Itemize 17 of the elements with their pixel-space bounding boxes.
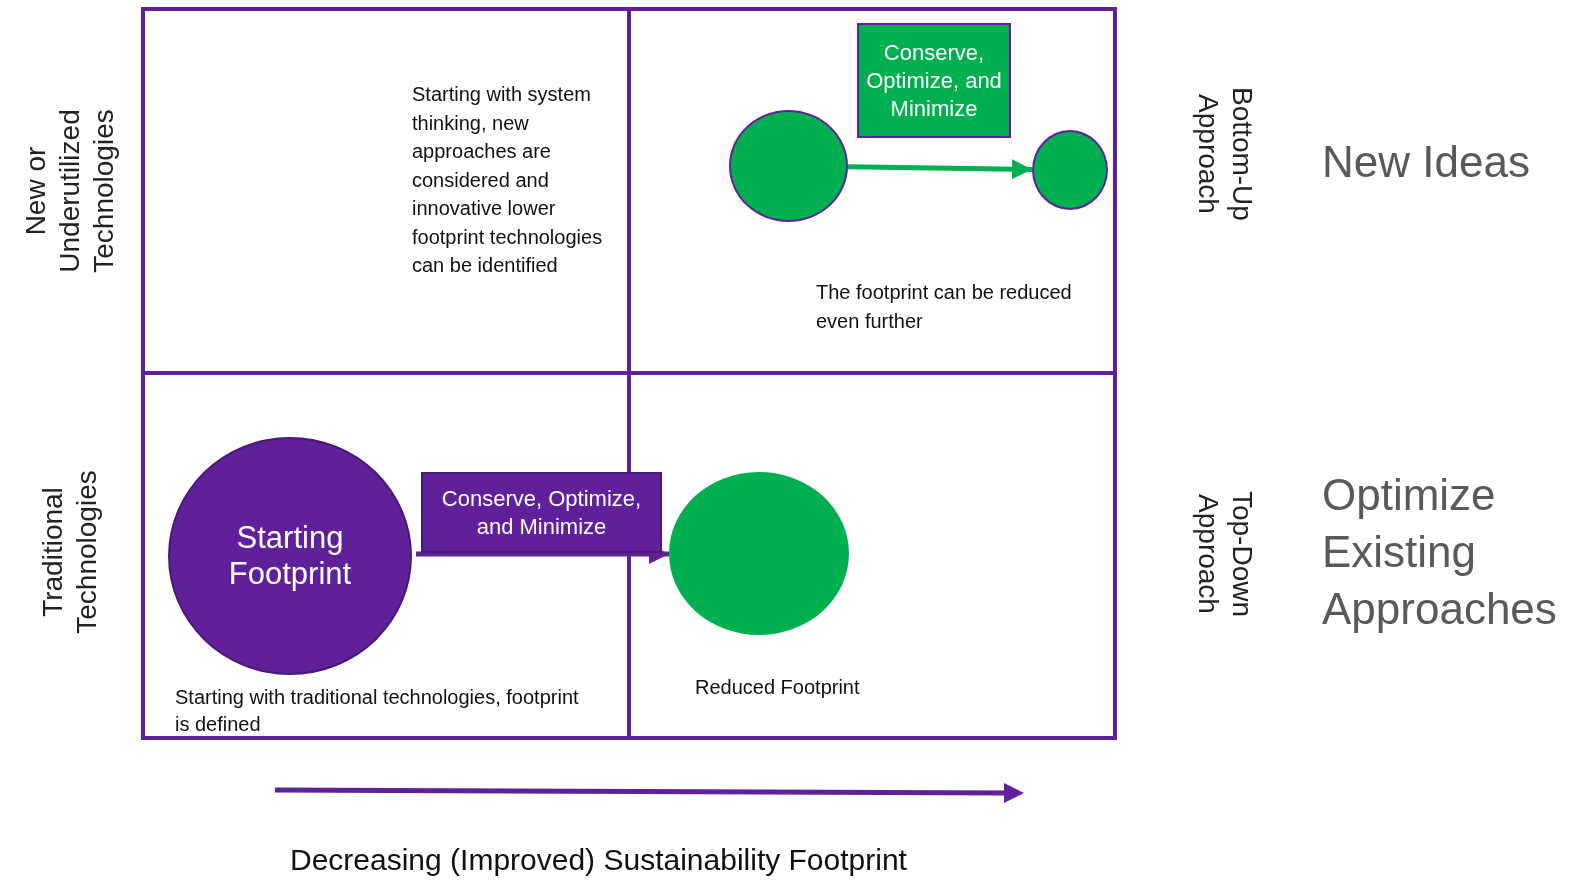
note-text: Reduced Footprint <box>695 675 861 700</box>
arrow <box>847 159 1033 180</box>
note-text: Starting with system thinking, new approaches are considered and innovative lower footprint technologies can be identified <box>412 82 604 278</box>
node-label: Conserve, Optimize, and Minimize <box>865 38 1003 123</box>
note-text: Starting with traditional technologies, footprint is defined <box>175 685 580 737</box>
axis-label: New or Underutilized Technologies <box>19 108 120 275</box>
node-label: Starting Footprint <box>227 520 353 592</box>
process-box <box>421 472 662 553</box>
approach-label: Bottom-Up Approach <box>1192 86 1259 223</box>
node-label: Conserve, Optimize, and Minimize <box>440 484 643 541</box>
approach-label: Top-Down Approach <box>1192 489 1259 620</box>
category-label: New Ideas <box>1322 136 1531 188</box>
category-label: Optimize Existing Approaches <box>1322 469 1558 635</box>
note-text: The footprint can be reduced even further <box>816 280 1073 334</box>
axis-label: Traditional Technologies <box>36 469 103 636</box>
process-box <box>857 23 1011 138</box>
axis-label: Decreasing (Improved) Sustainability Footprint <box>290 842 908 878</box>
